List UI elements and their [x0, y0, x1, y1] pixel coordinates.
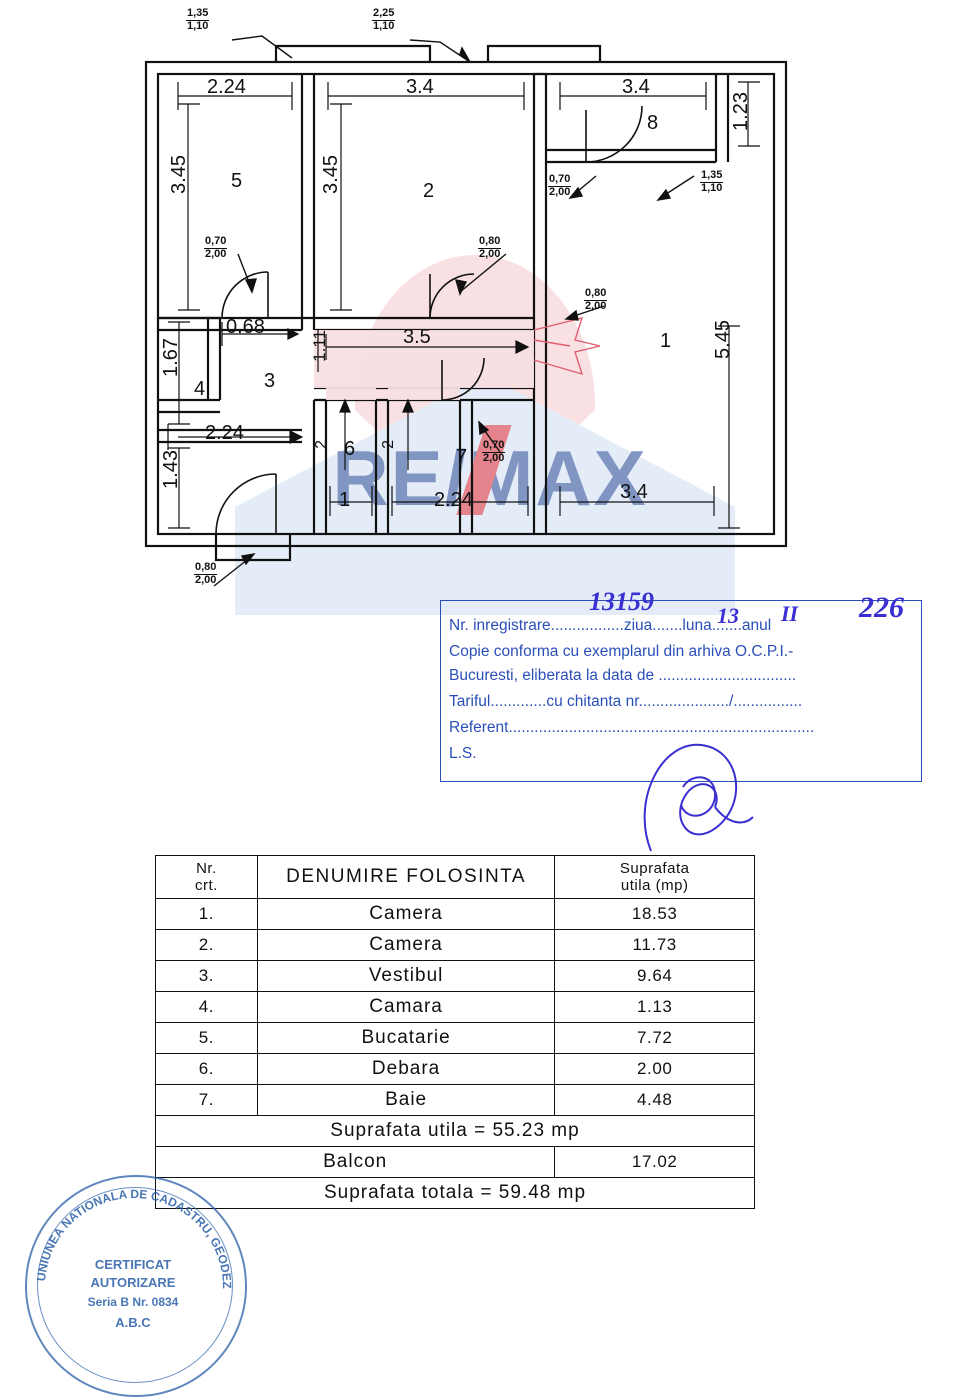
registration-stamp-box: Nr. inregistrare.................ziua...…	[440, 587, 922, 852]
stamp-line-registration: Nr. inregistrare.................ziua...…	[449, 617, 772, 634]
dim-545: 5.45	[712, 320, 734, 359]
dim-top-mid: 3.4	[406, 76, 434, 98]
subtotal-label: Suprafata utila = 55.23 mp	[155, 1115, 755, 1147]
header-area: Suprafata utila (mp)	[554, 855, 755, 899]
dim-068: 0.68	[226, 316, 265, 338]
row-area: 9.64	[554, 960, 755, 992]
door-label-entry: 0,80 2,00	[194, 561, 218, 586]
row-name: Bucatarie	[256, 1022, 556, 1054]
room-number-4: 4	[194, 378, 206, 400]
total-label: Suprafata totala = 59.48 mp	[155, 1177, 755, 1209]
dim-35: 3.5	[403, 326, 431, 348]
dim-167: 1.67	[160, 338, 182, 377]
surfaces-table: Nr. crt. DENUMIRE FOLOSINTA Suprafata ut…	[154, 855, 755, 1209]
area-table: Nr. crt. DENUMIRE FOLOSINTA Suprafata ut…	[154, 855, 755, 1209]
dim-224-mid: 2.24	[205, 422, 244, 444]
handwritten-day: 13	[717, 603, 739, 628]
dim-top-right: 3.4	[622, 76, 650, 98]
header-nr: Nr. crt.	[155, 855, 258, 899]
window-label-room8: 1,35 1,10	[700, 169, 724, 194]
row-nr: 1.	[155, 898, 258, 930]
dim-top-left: 2.24	[207, 76, 246, 98]
dim-111: 1.11	[310, 330, 329, 362]
door-label-bath: 0,70 2,00	[482, 439, 506, 464]
row-name: Debara	[256, 1053, 556, 1085]
row-name: Camera	[256, 898, 556, 930]
handwritten-year: 226	[859, 591, 904, 624]
dim-bottom-34: 3.4	[620, 481, 648, 503]
room-number-7: 7	[456, 446, 468, 468]
table-row: 4. Camara 1.13	[155, 991, 755, 1023]
stamp-line-abc: A.B.C	[115, 1315, 151, 1330]
room-number-3: 3	[264, 370, 276, 392]
room-number-8: 8	[647, 112, 659, 134]
room-number-2: 2	[423, 180, 435, 202]
dim-left-345: 3.45	[168, 155, 190, 194]
stamp-line-ls: L.S.	[449, 745, 477, 762]
row-nr: 4.	[155, 991, 258, 1023]
signature-scribble	[643, 743, 754, 852]
row-name: Baie	[256, 1084, 556, 1116]
row-name: Camera	[256, 929, 556, 961]
table-row: 1. Camera 18.53	[155, 898, 755, 930]
handwritten-registration-number: 13159	[589, 587, 654, 616]
dim-room6-2: 2	[313, 440, 330, 449]
row-area: 7.72	[554, 1022, 755, 1054]
stamp-line-tariff: Tariful.............cu chitanta nr......…	[449, 693, 803, 710]
handwritten-month: II	[781, 601, 799, 626]
dim-143: 1.43	[160, 450, 182, 489]
floor-plan-svg	[144, 35, 788, 587]
row-area: 4.48	[554, 1084, 755, 1116]
table-row: 7. Baie 4.48	[155, 1084, 755, 1116]
row-nr: 7.	[155, 1084, 258, 1116]
table-row: 5. Bucatarie 7.72	[155, 1022, 755, 1054]
table-row-balcony: Balcon 17.02	[154, 1146, 755, 1178]
room-number-5: 5	[231, 170, 243, 192]
table-row: 3. Vestibul 9.64	[155, 960, 755, 992]
stamp-line-autorizare: AUTORIZARE	[90, 1275, 176, 1290]
dim-mid-345: 3.45	[320, 155, 342, 194]
balcony-label-2: 2,25 1,10	[372, 7, 396, 32]
table-subtotal-row: Suprafata utila = 55.23 mp	[155, 1115, 755, 1147]
row-area: 18.53	[554, 898, 755, 930]
table-row: 6. Debara 2.00	[155, 1053, 755, 1085]
table-total-row: Suprafata totala = 59.48 mp	[155, 1177, 755, 1209]
row-nr: 3.	[155, 960, 258, 992]
dim-bottom-224: 2.24	[434, 489, 473, 511]
dim-bottom-1: 1	[339, 489, 351, 511]
row-area: 11.73	[554, 929, 755, 961]
row-area: 2.00	[554, 1053, 755, 1085]
room-number-6: 6	[344, 438, 356, 460]
header-name: DENUMIRE FOLOSINTA	[256, 855, 556, 899]
row-name: Camara	[256, 991, 556, 1023]
balcony-label: Balcon	[154, 1146, 556, 1178]
row-nr: 6.	[155, 1053, 258, 1085]
row-name: Vestibul	[256, 960, 556, 992]
stamp-inner-ring	[37, 1187, 233, 1383]
door-label-room2: 0,80 2,00	[478, 235, 502, 260]
floor-plan-drawing: 1,35 1,10 2,25 1,10 0,70 2,00 0,80 2,00 …	[0, 0, 960, 600]
dim-room7-2: 2	[380, 440, 397, 449]
door-label-left-kitchen: 0,70 2,00	[204, 235, 228, 260]
balcony-label-1: 1,35 1,10	[186, 7, 210, 32]
balcony-area: 17.02	[554, 1146, 755, 1178]
stamp-line-referent: Referent................................…	[449, 719, 815, 736]
table-header-row: Nr. crt. DENUMIRE FOLOSINTA Suprafata ut…	[155, 855, 755, 899]
room-number-1: 1	[660, 330, 672, 352]
row-nr: 5.	[155, 1022, 258, 1054]
row-nr: 2.	[155, 929, 258, 961]
table-row: 2. Camera 11.73	[155, 929, 755, 961]
stamp-line-copy: Copie conforma cu exemplarul din arhiva …	[449, 643, 794, 660]
stamp-line-certificat: CERTIFICAT	[94, 1257, 172, 1272]
row-area: 1.13	[554, 991, 755, 1023]
dim-right-123: 1.23	[730, 92, 752, 131]
stamp-line-seria: Seria B Nr. 0834	[87, 1295, 179, 1309]
stamp-line-city: Bucuresti, eliberata la data de ........…	[449, 667, 797, 684]
door-label-room8: 0,70 2,00	[548, 173, 572, 198]
door-label-room1: 0,80 2,00	[584, 287, 608, 312]
